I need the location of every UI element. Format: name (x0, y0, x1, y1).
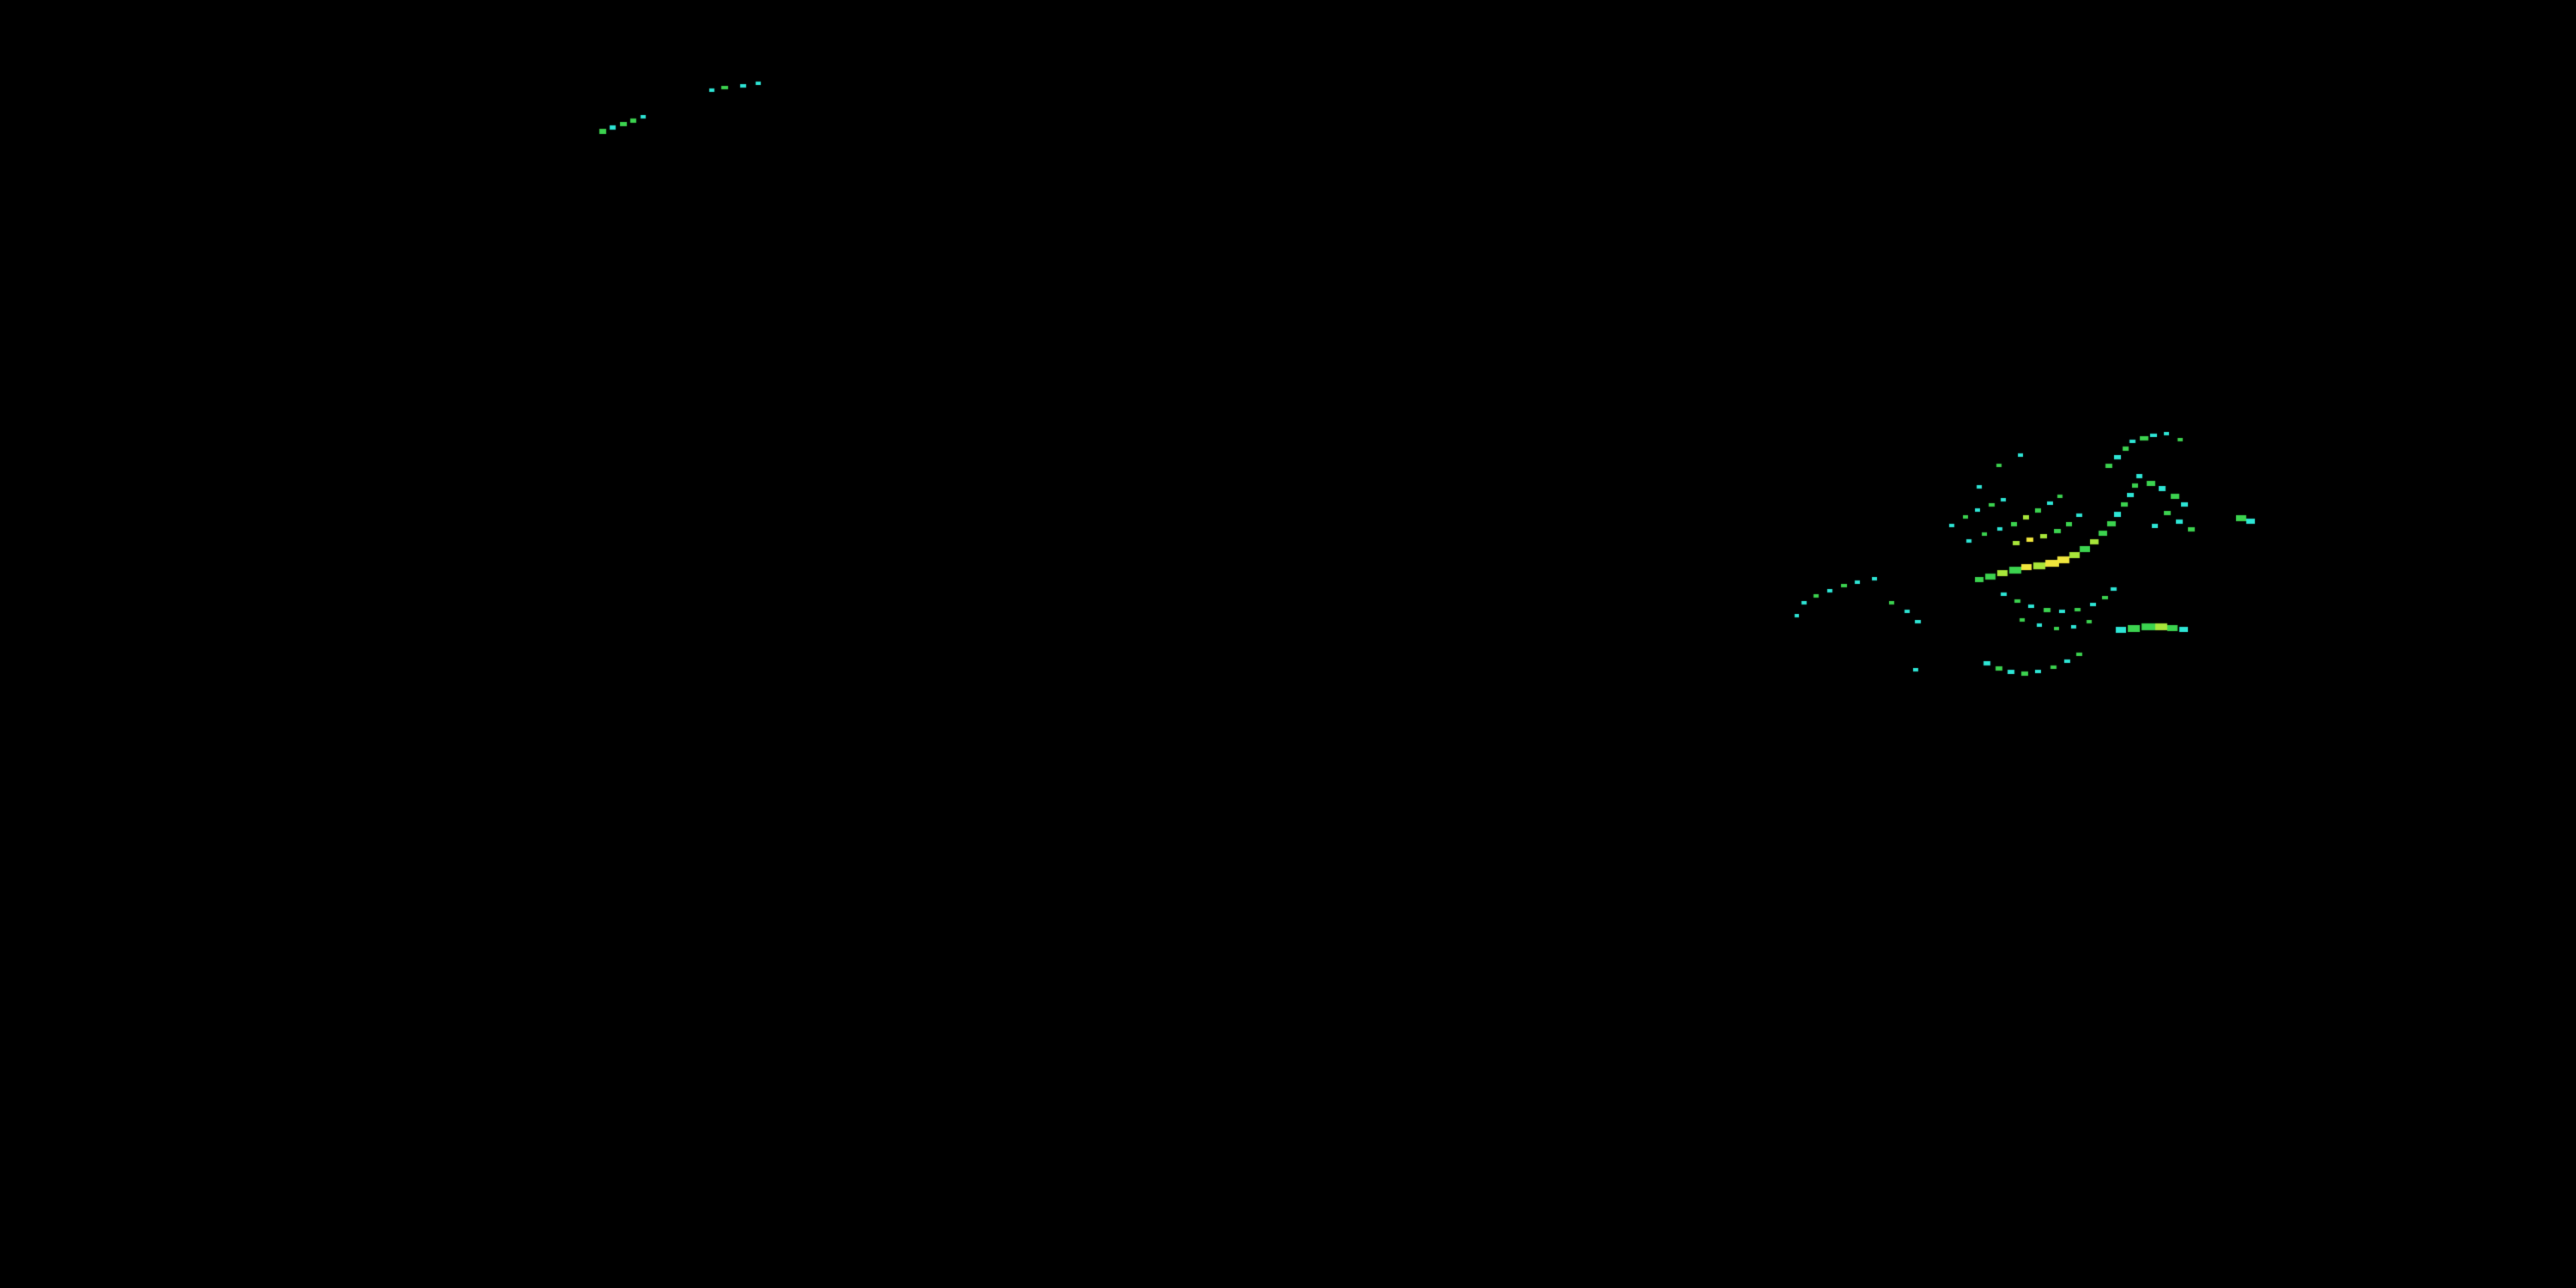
radar-echo-canvas (0, 0, 2576, 1288)
radar-display (0, 0, 2576, 1288)
